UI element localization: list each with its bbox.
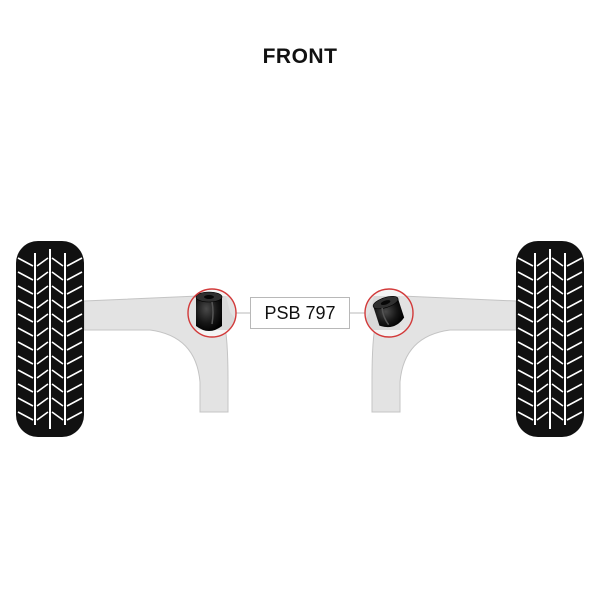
tyre-left-icon bbox=[16, 241, 84, 437]
bush-right-icon bbox=[364, 288, 414, 338]
tyre-right-icon bbox=[516, 241, 584, 437]
front-label: FRONT bbox=[262, 45, 338, 68]
bush-left-icon bbox=[187, 288, 237, 338]
part-number-label: PSB 797 bbox=[250, 297, 350, 329]
